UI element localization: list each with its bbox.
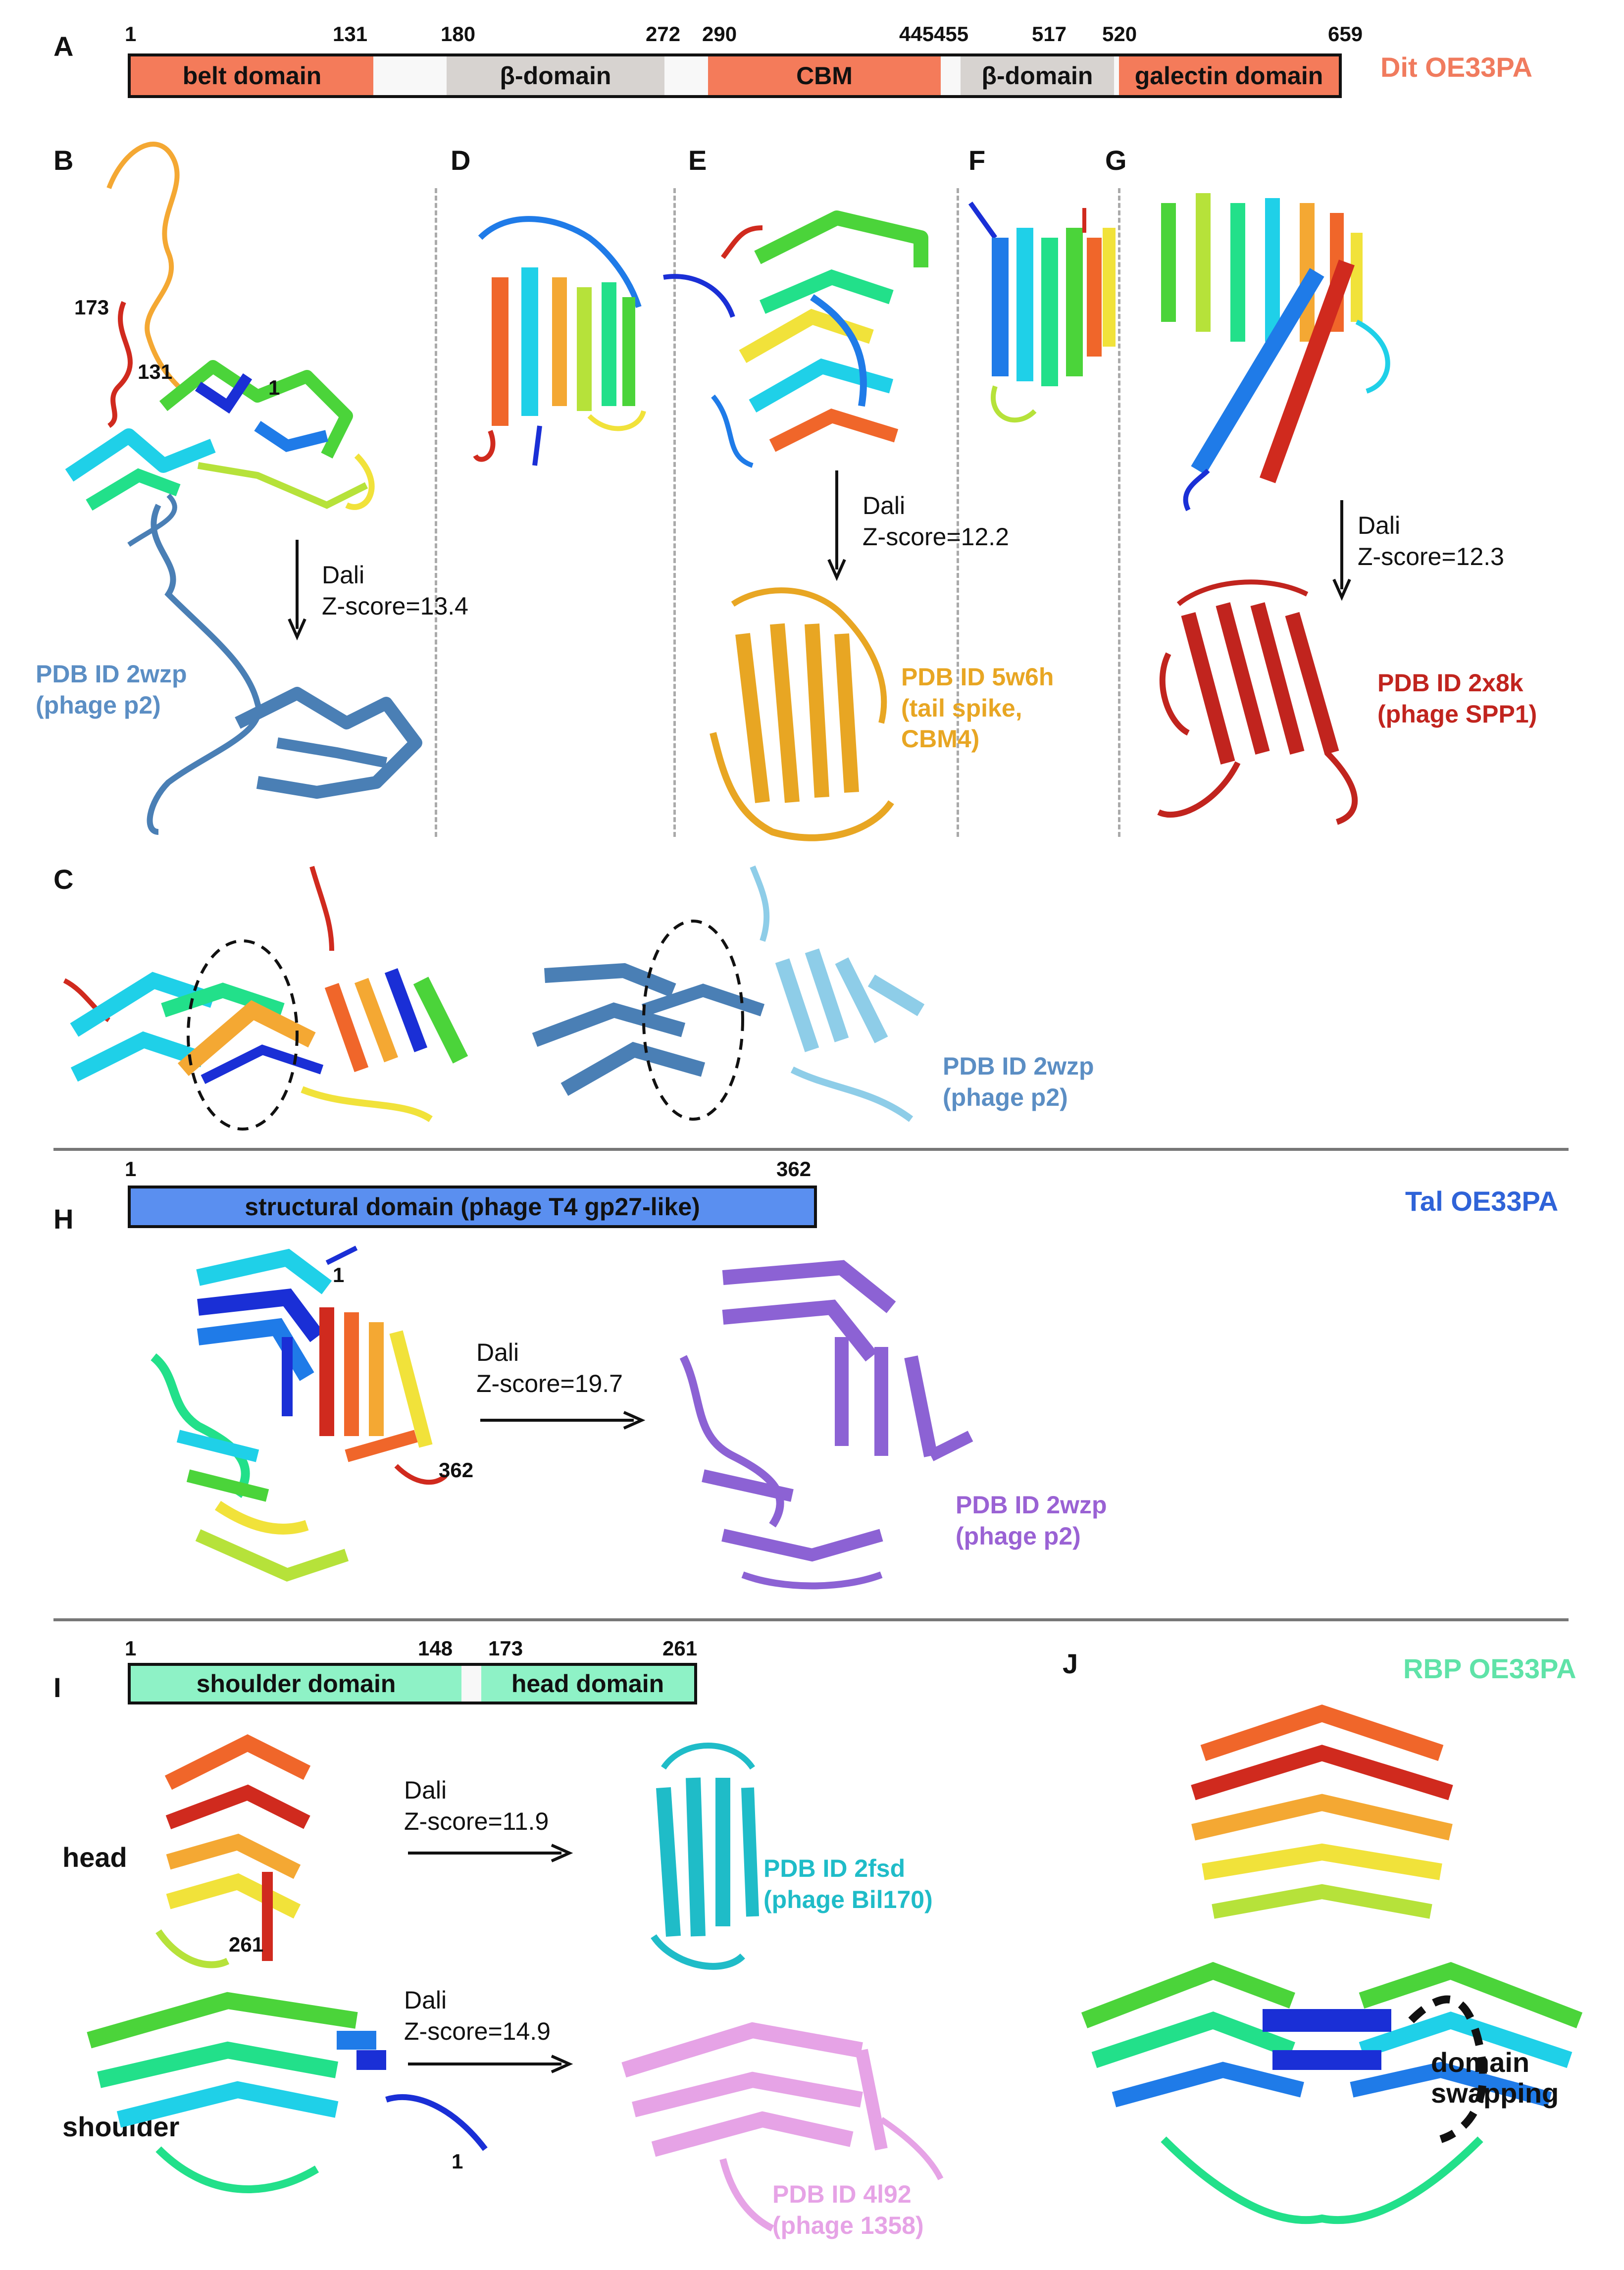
dali-score-i-1: Dali Z-score=11.9 xyxy=(404,1776,549,1835)
dali-score-e: Dali Z-score=12.2 xyxy=(863,492,1009,551)
tal-tick-362: 362 xyxy=(776,1157,812,1181)
rbp-segment-0: shoulder domain xyxy=(131,1666,461,1702)
rbp-residue-1: 1 xyxy=(452,2150,463,2173)
rbp-segment-2: head domain xyxy=(481,1666,694,1702)
rbp-tick-1: 148 xyxy=(418,1637,453,1660)
tal-domain-bar: structural domain (phage T4 gp27-like) xyxy=(128,1186,817,1228)
rbp-trimer-structure xyxy=(1065,1703,1589,2248)
dit-segment-2: β-domain xyxy=(447,56,664,95)
pdb-label-i-2: PDB ID 4l92 (phage 1358) xyxy=(772,2180,924,2239)
separator-fg xyxy=(1118,188,1120,837)
pdb-label-b: PDB ID 2wzp (phage p2) xyxy=(36,660,187,719)
residue-label-1: 1 xyxy=(268,376,280,399)
p2-tal-structure xyxy=(663,1248,980,1595)
dali-arrow-i-1 xyxy=(408,1843,573,1863)
tal-structural-domain: structural domain (phage T4 gp27-like) xyxy=(131,1188,814,1225)
rbp-title: RBP OE33PA xyxy=(1403,1653,1576,1684)
panel-label-d: D xyxy=(451,145,471,176)
dit-segment-4: CBM xyxy=(708,56,941,95)
dit-tick-7: 517 xyxy=(1032,22,1067,46)
dit-tick-5: 445 xyxy=(899,22,934,46)
panel-label-f: F xyxy=(968,145,986,176)
dit-segment-6: β-domain xyxy=(961,56,1114,95)
rbp-segment-1 xyxy=(461,1666,481,1702)
dali-arrow-e xyxy=(827,470,847,581)
dit-segment-3 xyxy=(664,56,708,95)
tal-title: Tal OE33PA xyxy=(1405,1186,1559,1217)
tal-residue-362: 362 xyxy=(439,1458,474,1482)
domain-swapping-label: domain swapping xyxy=(1431,2047,1559,2109)
dit-cbm-structure xyxy=(663,198,951,475)
pdb-label-c: PDB ID 2wzp (phage p2) xyxy=(943,1052,1094,1111)
p2-topview-structure xyxy=(515,862,951,1139)
head-label: head xyxy=(62,1842,127,1873)
rbp-residue-261: 261 xyxy=(229,1933,264,1956)
dit-tick-1: 131 xyxy=(333,22,368,46)
dali-arrow-h xyxy=(480,1410,646,1430)
dit-tick-3: 272 xyxy=(646,22,681,46)
separator-bd xyxy=(435,188,437,837)
pdb-label-e: PDB ID 5w6h (tail spike, CBM4) xyxy=(901,663,1054,753)
dit-second-beta-structure xyxy=(965,198,1124,436)
separator-de xyxy=(673,188,676,837)
dali-arrow-g xyxy=(1332,500,1352,601)
dali-arrow-i-2 xyxy=(408,2054,573,2074)
dali-score-g: Dali Z-score=12.3 xyxy=(1358,512,1504,570)
dit-galectin-structure xyxy=(1139,163,1416,520)
dit-belt-topview-structure xyxy=(54,862,490,1139)
dit-segment-0: belt domain xyxy=(131,56,373,95)
dali-score-h: Dali Z-score=19.7 xyxy=(476,1339,623,1397)
dit-tick-9: 659 xyxy=(1328,22,1363,46)
dit-segment-8: galectin domain xyxy=(1119,56,1339,95)
panel-label-e: E xyxy=(688,145,707,176)
panel-label-i: I xyxy=(53,1672,61,1703)
pdb-label-g: PDB ID 2x8k (phage SPP1) xyxy=(1377,669,1537,728)
spp1-galectin-structure xyxy=(1149,574,1376,832)
dit-tick-6: 455 xyxy=(934,22,969,46)
rbp-monomer-structure xyxy=(59,1723,515,2248)
cbm4-tail-spike-structure xyxy=(693,584,911,842)
dali-score-b: Dali Z-score=13.4 xyxy=(322,561,468,620)
tal-tick-1: 1 xyxy=(125,1157,137,1181)
dit-title: Dit OE33PA xyxy=(1380,52,1533,83)
phage1358-structure xyxy=(604,2001,944,2238)
dit-segment-1 xyxy=(373,56,447,95)
rbp-domain-bar: shoulder domain head domain xyxy=(128,1663,697,1704)
dit-tick-4: 290 xyxy=(702,22,737,46)
dit-segment-7 xyxy=(1114,56,1119,95)
rbp-tick-2: 173 xyxy=(488,1637,523,1660)
residue-label-173: 173 xyxy=(74,296,109,319)
bil170-head-structure xyxy=(624,1728,782,1986)
rbp-tick-0: 1 xyxy=(125,1637,137,1660)
panel-label-c: C xyxy=(53,864,74,895)
tal-structure xyxy=(139,1228,448,1604)
panel-label-j: J xyxy=(1063,1648,1078,1679)
rbp-tick-3: 261 xyxy=(662,1637,698,1660)
dit-tick-8: 520 xyxy=(1102,22,1137,46)
pdb-label-h: PDB ID 2wzp (phage p2) xyxy=(956,1491,1107,1550)
section-divider-1 xyxy=(53,1148,1569,1151)
dit-tick-0: 1 xyxy=(125,22,137,46)
dali-arrow-b xyxy=(287,540,307,641)
dit-belt-structure xyxy=(50,129,406,515)
separator-ef xyxy=(957,188,959,837)
panel-label-b: B xyxy=(53,145,74,176)
dali-score-i-2: Dali Z-score=14.9 xyxy=(404,1986,551,2045)
panel-label-g: G xyxy=(1105,145,1127,176)
pdb-label-i-1: PDB ID 2fsd (phage Bil170) xyxy=(763,1855,933,1913)
dit-tick-2: 180 xyxy=(441,22,476,46)
panel-label-h: H xyxy=(53,1203,74,1235)
section-divider-2 xyxy=(53,1618,1569,1621)
dit-beta-domain-structure xyxy=(460,198,659,475)
residue-label-131: 131 xyxy=(138,360,173,383)
dit-segment-5 xyxy=(941,56,961,95)
panel-label-a: A xyxy=(53,31,74,62)
p2-belt-structure xyxy=(109,485,426,842)
tal-residue-1: 1 xyxy=(333,1263,345,1287)
